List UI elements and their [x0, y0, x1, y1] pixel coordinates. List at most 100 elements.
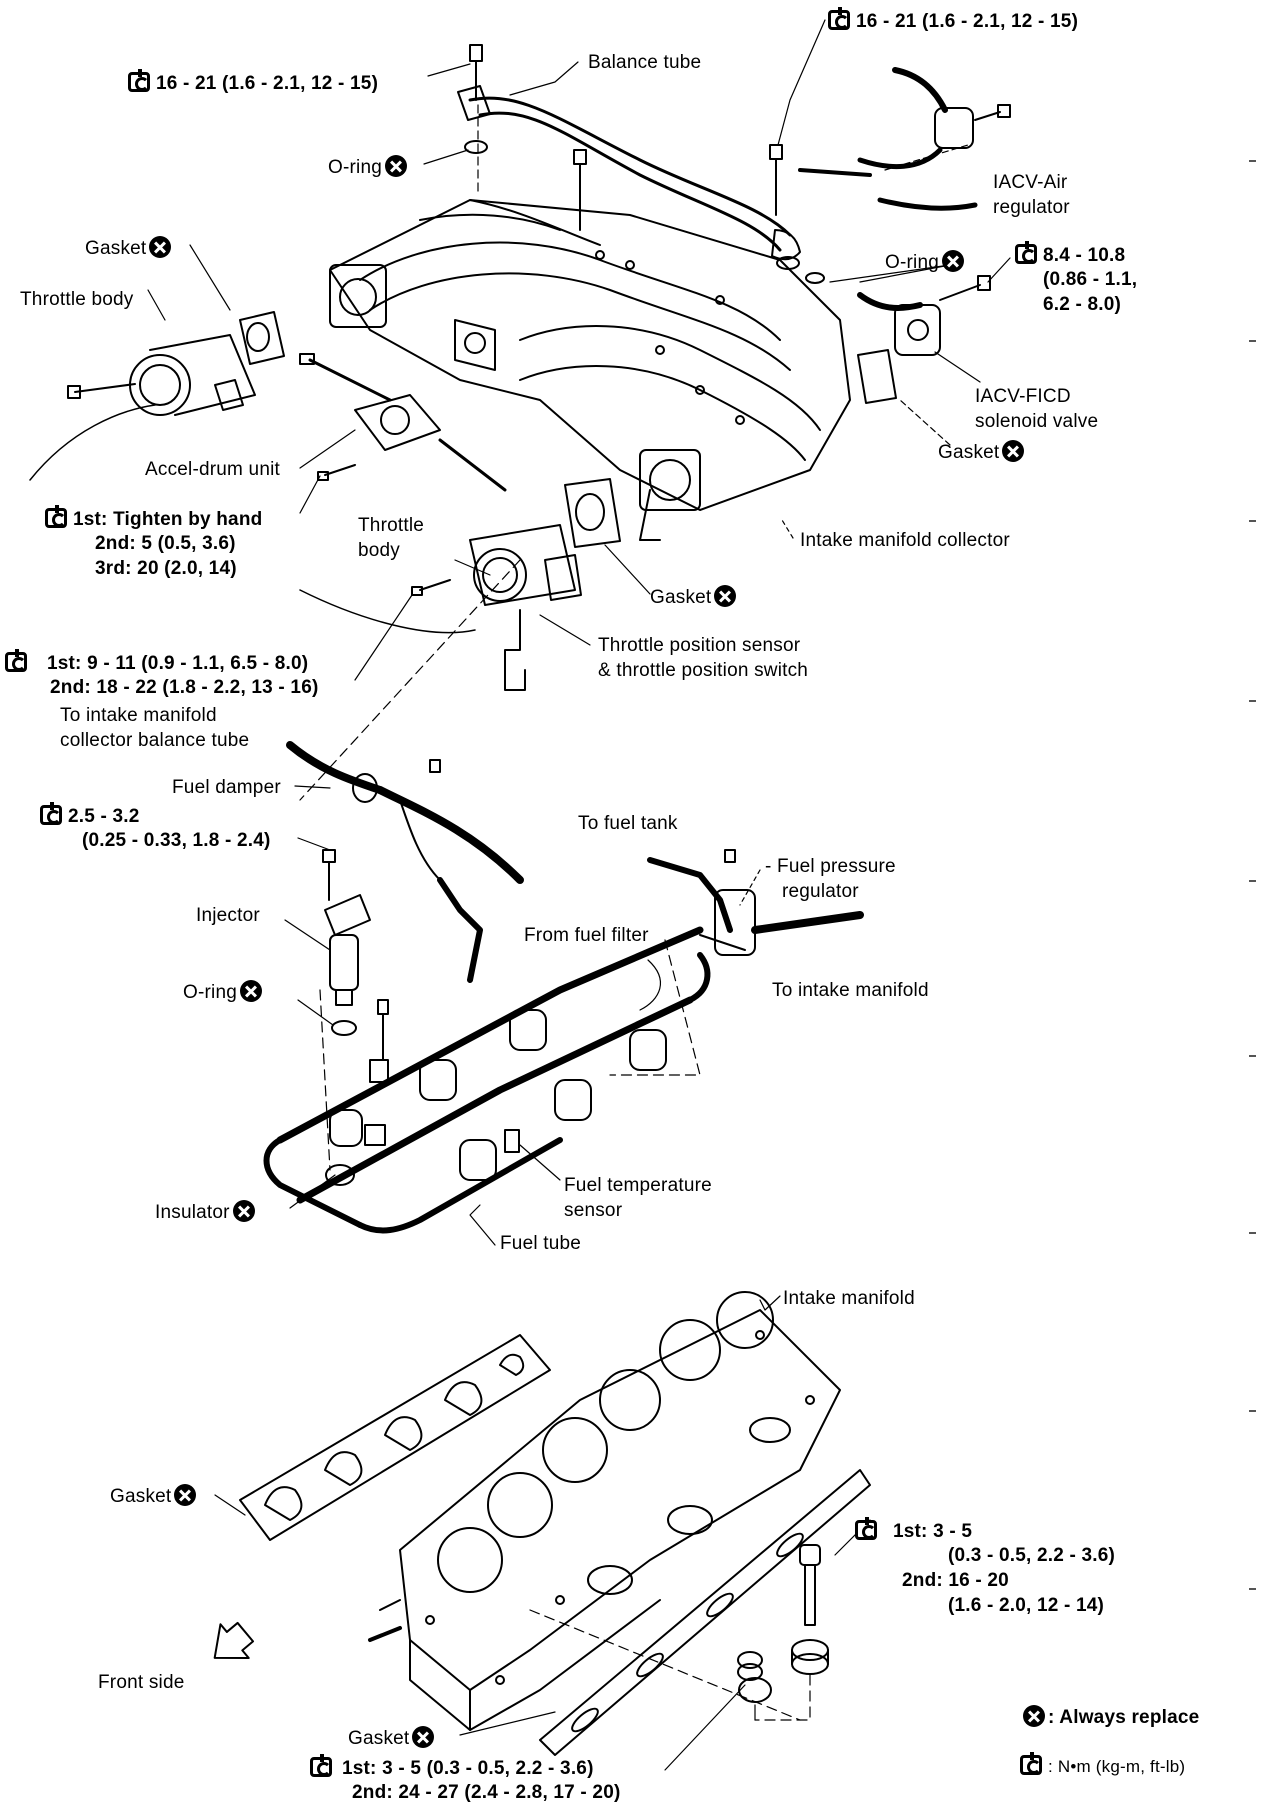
- leader-lines: [214, 1295, 871, 1771]
- gasket-art: [239, 311, 285, 365]
- always-replace-icon: [1023, 1705, 1045, 1727]
- o-ring-art: [464, 140, 488, 154]
- torque-wrench-icon: [1020, 1752, 1042, 1775]
- label-fuel-temperature-sensor: Fuel temperature: [564, 1175, 712, 1196]
- label-fuel-pressure-regulator: - Fuel pressure: [765, 856, 896, 877]
- gasket-art: [246, 322, 270, 352]
- label-o-ring-injector: O-ring: [183, 980, 265, 1004]
- torque-wrench-icon: [310, 1754, 332, 1777]
- iacv-air-regulator-art: [798, 67, 1011, 211]
- torque-wrench-icon: [40, 802, 62, 825]
- intake-gasket-right-art: [539, 1469, 871, 1756]
- o-ring-art: [805, 272, 825, 284]
- label-gasket-manifold: Gasket: [110, 1484, 199, 1508]
- always-replace-icon: [149, 236, 172, 258]
- margin-tick: [1249, 880, 1256, 882]
- torque-spec-manifold-3: 2nd: 16 - 20: [902, 1570, 1009, 1591]
- margin-tick: [1249, 1410, 1256, 1412]
- label-o-ring-top: O-ring: [328, 155, 410, 179]
- label-insulator: Insulator: [155, 1200, 258, 1224]
- torque-spec-manifold-4: (1.6 - 2.0, 12 - 14): [948, 1595, 1105, 1616]
- legend-torque-units: : N•m (kg-m, ft-lb): [1020, 1752, 1185, 1778]
- torque-spec-bottom-2: 2nd: 24 - 27 (2.4 - 2.8, 17 - 20): [352, 1782, 621, 1803]
- torque-spec-accel-drum-2: 2nd: 5 (0.5, 3.6): [95, 533, 236, 554]
- torque-wrench-icon: [828, 7, 850, 30]
- fuel-rail-art: [263, 926, 711, 1234]
- label-fuel-damper: Fuel damper: [172, 777, 281, 798]
- margin-tick: [1249, 160, 1256, 162]
- bolt-art: [469, 44, 783, 231]
- label-to-balance-tube-2: collector balance tube: [60, 730, 250, 751]
- torque-spec-iacv-line3: 6.2 - 8.0): [1043, 294, 1122, 315]
- intake-gasket-left-art: [239, 1334, 551, 1541]
- leader-lines: [147, 19, 1011, 801]
- gasket-art: [575, 493, 605, 531]
- gasket-art: [564, 478, 621, 548]
- torque-spec-manifold-2: (0.3 - 0.5, 2.2 - 3.6): [948, 1545, 1116, 1566]
- margin-tick: [1249, 1232, 1256, 1234]
- label-accel-drum-unit: Accel-drum unit: [145, 459, 280, 480]
- balance-tube-art: [457, 85, 801, 261]
- intake-manifold-art: [368, 1291, 841, 1731]
- always-replace-icon: [412, 1726, 435, 1748]
- margin-tick: [1249, 340, 1256, 342]
- torque-spec-iacv-line2: (0.86 - 1.1,: [1043, 269, 1138, 290]
- fuel-hose-art: [286, 741, 524, 983]
- label-gasket-throttle-center: Gasket: [650, 585, 739, 609]
- torque-wrench-icon: [855, 1517, 877, 1540]
- front-arrow-icon: [213, 1621, 255, 1659]
- throttle-body-left-art: [29, 334, 256, 481]
- label-gasket-iacv: Gasket: [938, 440, 1027, 464]
- always-replace-icon: [240, 980, 262, 1002]
- bolt-washer-art: [737, 1544, 829, 1703]
- always-replace-icon: [385, 155, 407, 177]
- always-replace-icon: [714, 585, 737, 607]
- label-fuel-temperature-sensor-2: sensor: [564, 1200, 623, 1221]
- torque-spec-injector: 2.5 - 3.2: [40, 802, 140, 828]
- torque-spec-manifold: 1st: 3 - 5: [855, 1517, 972, 1543]
- legend-always-replace: : Always replace: [1020, 1705, 1199, 1729]
- label-intake-manifold: Intake manifold: [783, 1288, 915, 1309]
- leader-lines: [284, 785, 761, 1246]
- accel-drum-unit-art: [299, 353, 507, 492]
- torque-wrench-icon: [128, 69, 150, 92]
- torque-spec-collector: 1st: 9 - 11 (0.9 - 1.1, 6.5 - 8.0): [5, 649, 308, 675]
- label-gasket-bottom: Gasket: [348, 1726, 437, 1750]
- label-throttle-position-sensor: Throttle position sensor: [598, 635, 801, 656]
- label-intake-manifold-collector: Intake manifold collector: [800, 530, 1010, 551]
- torque-wrench-icon: [5, 649, 27, 672]
- collector-art: [329, 199, 851, 541]
- torque-spec-injector-2: (0.25 - 0.33, 1.8 - 2.4): [82, 830, 271, 851]
- label-to-intake-manifold: To intake manifold: [772, 980, 929, 1001]
- label-to-balance-tube: To intake manifold: [60, 705, 217, 726]
- label-to-fuel-tank: To fuel tank: [578, 813, 678, 834]
- label-o-ring-mid: O-ring: [885, 250, 967, 274]
- margin-tick: [1249, 520, 1256, 522]
- fuel-pressure-regulator-art: [647, 849, 864, 956]
- label-fuel-tube: Fuel tube: [500, 1233, 582, 1254]
- injector-art: [322, 849, 371, 1036]
- label-front-side: Front side: [98, 1672, 185, 1693]
- label-throttle-body-left: Throttle body: [20, 289, 134, 310]
- label-iacv-ficd-solenoid: solenoid valve: [975, 411, 1099, 432]
- label-throttle-body-center-2: body: [358, 540, 401, 561]
- torque-spec-accel-drum-3: 3rd: 20 (2.0, 14): [95, 558, 237, 579]
- always-replace-icon: [1002, 440, 1025, 462]
- torque-wrench-icon: [45, 505, 67, 528]
- torque-spec-collector-2: 2nd: 18 - 22 (1.8 - 2.2, 13 - 16): [50, 677, 319, 698]
- torque-spec-balance-tube-right: 16 - 21 (1.6 - 2.1, 12 - 15): [828, 7, 1078, 33]
- label-from-fuel-filter: From fuel filter: [524, 925, 649, 946]
- always-replace-icon: [232, 1200, 255, 1222]
- label-balance-tube: Balance tube: [588, 52, 702, 73]
- label-iacv-ficd: IACV-FICD: [975, 386, 1071, 407]
- label-injector: Injector: [196, 905, 260, 926]
- torque-spec-iacv: 8.4 - 10.8: [1015, 241, 1125, 267]
- label-throttle-body-center: Throttle: [358, 515, 425, 536]
- always-replace-icon: [174, 1484, 197, 1506]
- torque-wrench-icon: [1015, 241, 1037, 264]
- torque-spec-accel-drum: 1st: Tighten by hand: [45, 505, 262, 531]
- torque-spec-bottom: 1st: 3 - 5 (0.3 - 0.5, 2.2 - 3.6): [310, 1754, 594, 1780]
- label-gasket-throttle: Gasket: [85, 236, 174, 260]
